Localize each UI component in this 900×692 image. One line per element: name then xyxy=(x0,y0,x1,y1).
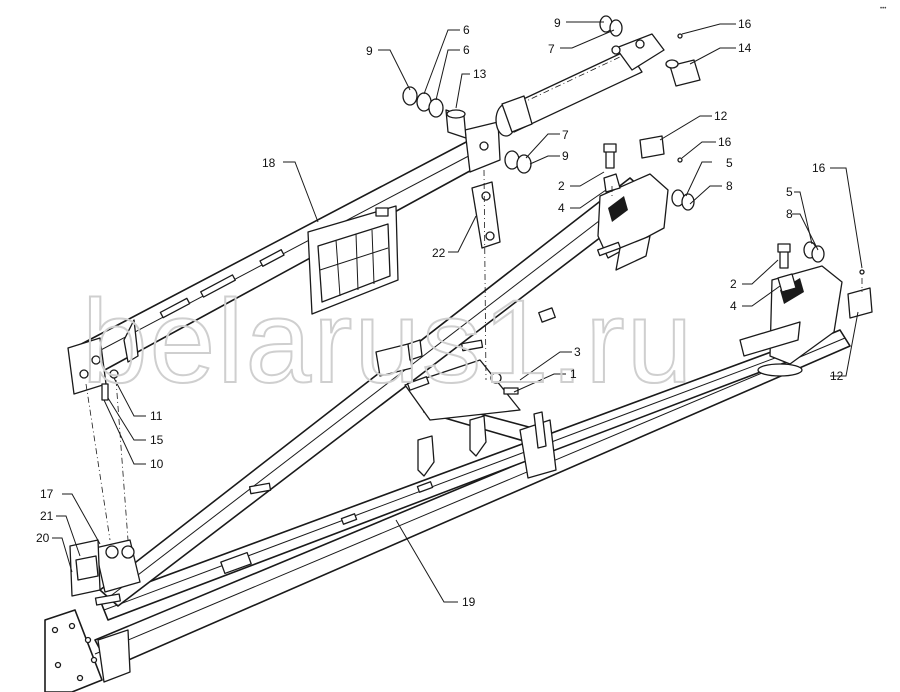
washers-mid xyxy=(504,150,532,174)
callout-4: 4 xyxy=(558,201,565,215)
assembly-lines xyxy=(85,169,863,541)
callout-14: 14 xyxy=(738,41,752,55)
front-plate-bolts xyxy=(51,622,98,682)
washers-right-lower xyxy=(803,241,825,263)
callout-1: 1 xyxy=(570,367,577,381)
callout-7: 7 xyxy=(548,42,555,56)
frame-assembly xyxy=(44,173,851,692)
pin-12-upper xyxy=(639,135,683,163)
callout-16: 16 xyxy=(718,135,732,149)
washers-group-left xyxy=(402,86,444,118)
cylinder-clevis xyxy=(615,33,665,71)
washers-group-top xyxy=(599,15,623,37)
callout-21: 21 xyxy=(40,509,54,523)
callout-4: 4 xyxy=(730,299,737,313)
callout-16: 16 xyxy=(812,161,826,175)
callout-6: 6 xyxy=(463,23,470,37)
callout-12: 12 xyxy=(714,109,728,123)
callout-5: 5 xyxy=(786,185,793,199)
washers-right-upper xyxy=(671,189,695,211)
callout-9: 9 xyxy=(554,16,561,30)
callout-16: 16 xyxy=(738,17,752,31)
callout-8: 8 xyxy=(726,179,733,193)
callout-15: 15 xyxy=(150,433,164,447)
front-plate xyxy=(44,609,103,692)
callout-7: 7 xyxy=(562,128,569,142)
callout-labels: 18 9 6 6 13 9 7 16 14 12 16 7 9 2 4 5 8 … xyxy=(36,16,844,609)
callout-9: 9 xyxy=(366,44,373,58)
pin-14 xyxy=(665,33,701,87)
pin-13 xyxy=(445,109,467,139)
boom-assembly xyxy=(67,121,501,395)
corner-mark: ••• xyxy=(880,6,886,12)
callout-20: 20 xyxy=(36,531,50,545)
pin-12-lower xyxy=(847,269,873,319)
callout-2: 2 xyxy=(730,277,737,291)
callout-17: 17 xyxy=(40,487,54,501)
callout-8: 8 xyxy=(786,207,793,221)
hydraulic-cylinder xyxy=(495,33,665,137)
leader-lines xyxy=(52,21,863,603)
rear-hitch xyxy=(69,539,141,597)
cylinder-rod-end xyxy=(501,95,533,133)
panel-18 xyxy=(307,205,399,315)
upper-bracket xyxy=(597,173,669,259)
callout-2: 2 xyxy=(558,179,565,193)
callout-3: 3 xyxy=(574,345,581,359)
callout-22: 22 xyxy=(432,246,446,260)
callout-13: 13 xyxy=(473,67,487,81)
watermark-text: belarus1.ru xyxy=(82,276,694,408)
callout-18: 18 xyxy=(262,156,276,170)
callout-5: 5 xyxy=(726,156,733,170)
callout-12: 12 xyxy=(830,369,844,383)
callout-11: 11 xyxy=(150,409,163,423)
callout-19: 19 xyxy=(462,595,476,609)
bolt-2-lower xyxy=(777,243,797,293)
callout-6: 6 xyxy=(463,43,470,57)
plate-22 xyxy=(471,181,501,249)
bolt-2-upper xyxy=(603,143,621,193)
callout-10: 10 xyxy=(150,457,164,471)
nut-3 xyxy=(490,372,519,395)
callout-9: 9 xyxy=(562,149,569,163)
